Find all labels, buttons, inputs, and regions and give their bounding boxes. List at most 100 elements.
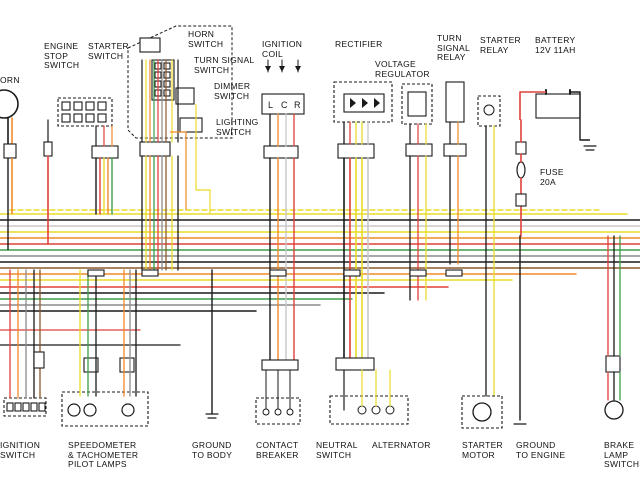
spark-plug-icon xyxy=(279,66,285,72)
battery-body xyxy=(535,93,581,119)
label-rectifier: RECTIFIER xyxy=(335,39,383,49)
battery-wire-red xyxy=(519,91,546,120)
label-horn: ORN xyxy=(0,75,20,85)
coil-terminal-label: C xyxy=(281,100,288,110)
dimmer-switch-block xyxy=(175,87,195,105)
wire-orange xyxy=(170,131,187,210)
alternator-coil-icon xyxy=(385,405,395,415)
connector-block xyxy=(261,359,299,371)
contact-point-icon xyxy=(262,408,270,416)
connector xyxy=(119,357,135,373)
connector-block xyxy=(443,143,467,157)
coil-terminal-label: R xyxy=(294,100,301,110)
switch-pin xyxy=(163,71,171,79)
voltage-regulator-box xyxy=(401,83,433,125)
label-alternator: ALTERNATOR xyxy=(372,440,431,450)
connector-block xyxy=(263,145,299,159)
switch-pin xyxy=(163,62,171,70)
pilot-lamp-icon xyxy=(121,403,135,417)
lighting-switch-block xyxy=(179,117,203,133)
switch-pin xyxy=(6,402,14,412)
switch-contact xyxy=(73,101,83,111)
fuse-holder xyxy=(515,141,527,155)
coil-terminal-label: L xyxy=(268,100,273,110)
harness-clamp xyxy=(343,269,361,277)
horn-switch-contact xyxy=(139,37,161,53)
starter-motor-box xyxy=(461,395,503,429)
switch-contact xyxy=(73,113,83,123)
harness-clamp xyxy=(409,269,427,277)
alternator-coil-icon xyxy=(357,405,367,415)
regulator-body xyxy=(407,91,427,117)
connector-block xyxy=(335,357,375,371)
switch-pin xyxy=(163,89,171,97)
diode-icon xyxy=(362,98,368,108)
spark-plug-icon xyxy=(265,66,271,72)
connector xyxy=(605,355,621,373)
harness-clamp xyxy=(445,269,463,277)
connector-block xyxy=(139,141,171,157)
connector-block xyxy=(91,145,119,159)
connector xyxy=(43,141,53,157)
fuse-holder xyxy=(515,193,527,207)
engine-stop-switch-box xyxy=(57,97,113,127)
harness-clamp xyxy=(269,269,287,277)
diode-icon xyxy=(374,98,380,108)
harness-clamp xyxy=(87,269,105,277)
switch-pin xyxy=(14,402,22,412)
switch-pin xyxy=(38,402,46,412)
switch-pin xyxy=(22,402,30,412)
brake-lamp-switch-icon xyxy=(604,400,624,420)
connector xyxy=(33,351,45,369)
switch-contact xyxy=(97,101,107,111)
horn-icon xyxy=(0,89,19,119)
horn-connector xyxy=(3,143,17,159)
switch-pin xyxy=(30,402,38,412)
ignition-coil-body xyxy=(261,93,305,115)
harness-clamp xyxy=(141,269,159,277)
ignition-switch-block xyxy=(3,397,47,417)
spark-plug-icon xyxy=(295,66,301,72)
switch-contact xyxy=(97,113,107,123)
alternator-coil-icon xyxy=(371,405,381,415)
wire-yellow xyxy=(195,104,211,214)
rectifier-box xyxy=(333,81,393,123)
switch-contact xyxy=(85,101,95,111)
fuse-icon xyxy=(516,161,526,179)
contact-point-icon xyxy=(286,408,294,416)
connector-block xyxy=(405,143,433,157)
switch-contact xyxy=(61,113,71,123)
relay-coil-icon xyxy=(483,104,495,116)
speedometer-box xyxy=(61,391,149,427)
battery-wire-black xyxy=(570,91,590,141)
pilot-lamp-icon xyxy=(83,403,97,417)
switch-contact xyxy=(85,113,95,123)
alternator-box xyxy=(329,395,409,425)
diode-icon xyxy=(350,98,356,108)
switch-pin xyxy=(163,80,171,88)
starter-motor-icon xyxy=(472,402,492,422)
switch-contact xyxy=(61,101,71,111)
